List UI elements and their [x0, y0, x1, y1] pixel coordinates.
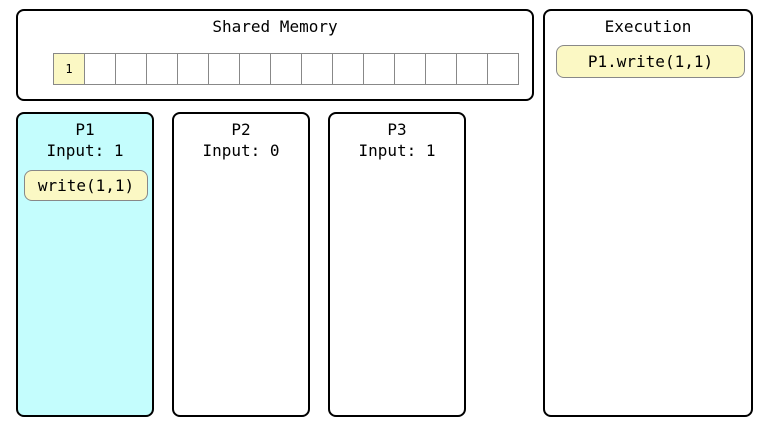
shared-memory-panel: Shared Memory 1 — [16, 9, 534, 101]
memory-cell — [363, 53, 395, 85]
execution-operation-chip[interactable]: P1.write(1,1) — [556, 45, 745, 78]
process-name: P3 — [387, 120, 407, 139]
process-name: P2 — [231, 120, 251, 139]
execution-title: Execution — [604, 17, 692, 36]
process-input: Input: 1 — [46, 141, 124, 160]
memory-cell — [146, 53, 178, 85]
memory-cell — [394, 53, 426, 85]
memory-cell — [239, 53, 271, 85]
memory-cells: 1 — [53, 53, 519, 85]
memory-cell — [177, 53, 209, 85]
memory-cell — [456, 53, 488, 85]
memory-cell — [301, 53, 333, 85]
process-input: Input: 1 — [358, 141, 436, 160]
memory-cell — [115, 53, 147, 85]
process-operation-chip[interactable]: write(1,1) — [24, 170, 148, 201]
memory-cell — [332, 53, 364, 85]
memory-cell: 1 — [53, 53, 85, 85]
memory-cell — [208, 53, 240, 85]
process-p2-panel[interactable]: P2 Input: 0 — [172, 112, 310, 417]
process-name: P1 — [75, 120, 95, 139]
memory-cell — [84, 53, 116, 85]
process-input: Input: 0 — [202, 141, 280, 160]
shared-memory-title: Shared Memory — [212, 17, 338, 36]
execution-panel: Execution P1.write(1,1) — [543, 9, 753, 417]
memory-cell — [270, 53, 302, 85]
process-p1-panel[interactable]: P1 Input: 1 write(1,1) — [16, 112, 154, 417]
memory-cell — [425, 53, 457, 85]
memory-cell — [487, 53, 519, 85]
process-p3-panel[interactable]: P3 Input: 1 — [328, 112, 466, 417]
